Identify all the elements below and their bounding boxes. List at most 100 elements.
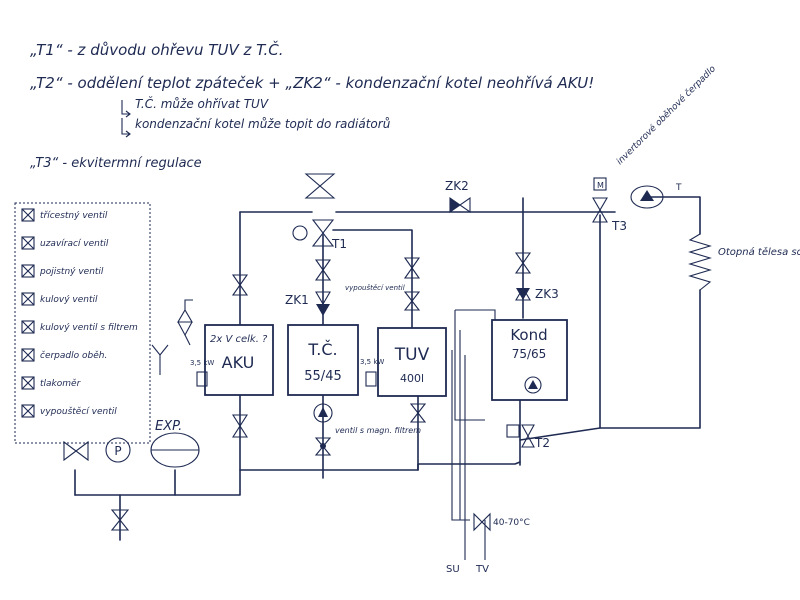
legend-item: třícestný ventil	[21, 208, 108, 222]
zk3-check-valve-icon	[516, 288, 530, 300]
legend-item-label: třícestný ventil	[40, 211, 108, 221]
legend-item-label: uzavírací ventil	[40, 239, 109, 249]
kond-pump-arrow	[528, 380, 538, 389]
zk2-fill	[450, 198, 460, 212]
tuv-heater-label: 3,5 kW	[360, 358, 384, 366]
expansion-label: EXP.	[155, 419, 182, 434]
legend-item: čerpadlo oběh.	[21, 348, 107, 362]
tc-sub: 55/45	[304, 369, 341, 384]
legend-item: tlakoměr	[21, 376, 82, 390]
legend-item-label: vypouštěcí ventil	[40, 406, 117, 417]
tuv-tank	[377, 327, 447, 397]
t3-three-way-valve-icon	[592, 197, 608, 223]
tc-filter-dot	[320, 443, 326, 449]
pressure-gauge-icon-mark	[21, 376, 35, 390]
legend-item: vypouštěcí ventil	[21, 404, 117, 418]
aku-note: 2x V celk. ?	[210, 334, 268, 345]
ball-valve-icon-mark	[21, 292, 35, 306]
note-t2: „T2“ - oddělení teplot zpáteček + „ZK2“ …	[30, 74, 594, 92]
magnetic-filter-note: ventil s magn. filtrem	[335, 426, 421, 435]
label-t3: T3	[611, 219, 627, 233]
t2-link-pipe	[519, 427, 601, 441]
label-zk2: ZK2	[445, 179, 469, 193]
aku-tank	[204, 324, 274, 396]
legend-item-label: tlakoměr	[40, 378, 82, 389]
exp-pipes	[74, 469, 176, 496]
tc-label: T.Č.	[307, 340, 337, 359]
valves: P EXP.	[63, 173, 712, 532]
mixing-valve-icon	[473, 512, 491, 532]
label-t2: T2	[534, 436, 550, 450]
legend-frame	[14, 202, 151, 444]
t2-actuator-icon	[506, 424, 520, 438]
legend-item-label: čerpadlo oběh.	[40, 350, 107, 361]
t3-actuator-icon	[593, 177, 607, 191]
drain-bottom-valve-icon	[110, 509, 130, 531]
kond-sub: 75/65	[512, 347, 547, 361]
mixing-temp-label: 40-70°C	[493, 518, 530, 528]
bottom-return-pipe	[74, 461, 521, 496]
outlet-tv-label: TV	[475, 564, 489, 575]
radiators-note: Otopná tělesa souproudé (cca. 14kW)	[718, 246, 800, 258]
zk3-check-valve-outline	[515, 286, 531, 301]
pressure-gauge-icon	[105, 437, 131, 463]
radiator-coil-icon	[688, 233, 712, 291]
t1-actuator-icon	[292, 225, 308, 241]
t2-three-way-valve-icon	[521, 424, 535, 448]
kond-label: Kond	[510, 326, 547, 344]
inverter-pump-icon	[630, 185, 664, 209]
label-m: M	[597, 181, 604, 190]
note-t1: „T1“ - z důvodu ohřevu TUV z T.Č.	[30, 40, 284, 59]
shutoff-valve-icon	[21, 236, 35, 250]
ball-valve-filter-icon-mark	[21, 320, 35, 334]
aku-heater-label: 3,5 kW	[190, 359, 214, 367]
legend-item-label: pojistný ventil	[39, 267, 104, 277]
vent-valve-note: vypouštěcí ventil	[345, 284, 405, 292]
pump-icon	[21, 348, 35, 362]
legend-item: uzavírací ventil	[21, 236, 109, 250]
tuv-coil-pipe	[332, 229, 413, 329]
tuv-outlet-lines	[451, 330, 486, 560]
tc-pump-icon	[313, 403, 333, 423]
tuv-lower-valve-icon	[409, 403, 427, 423]
tc-upper-valve-icon	[314, 259, 332, 281]
kond-pump-icon	[524, 376, 542, 394]
drain-left-valve-icon	[63, 440, 89, 462]
components: AKU 2x V celk. ? 3,5 kW T.Č. 55/45 TUV 4…	[190, 319, 568, 401]
legend-item: kulový ventil s filtrem	[21, 320, 138, 334]
zk1-check-valve-fill	[316, 304, 330, 316]
drain-valve-icon-mark	[21, 404, 35, 418]
tc-unit	[287, 324, 359, 396]
ball-valve-filter-icon	[21, 320, 35, 334]
label-zk1: ZK1	[285, 293, 309, 307]
label-t1: T1	[331, 237, 347, 251]
note-tc-tuv: T.Č. může ohřívat TUV	[135, 96, 269, 111]
legend-item: kulový ventil	[21, 292, 98, 306]
safety-valve-icon	[177, 299, 193, 337]
safety-outlet-icon	[151, 334, 191, 375]
tc-pump-arrow	[318, 407, 328, 417]
t1-vent-valve-icon	[304, 173, 336, 199]
note-t3: „T3“ - ekvitermní regulace	[30, 156, 202, 171]
three-way-valve-icon	[21, 208, 35, 222]
three-way-valve-icon-mark	[21, 208, 35, 222]
tuv-sub: 400l	[400, 372, 424, 385]
note-arrow-1	[121, 100, 131, 118]
label-zk3: ZK3	[535, 287, 559, 301]
zk1-check-valve-icon	[315, 291, 331, 306]
drain-valve-icon	[21, 404, 35, 418]
tuv-to-kond-lines	[454, 309, 496, 421]
tc-filter-valve-icon	[314, 437, 332, 456]
aku-heater-icon	[196, 371, 208, 387]
aku-label: AKU	[222, 353, 255, 372]
tuv-drain-valve-icon	[403, 291, 421, 311]
safety-valve-icon	[21, 264, 35, 278]
t1-three-way-valve-icon	[311, 219, 335, 247]
outlet-su-label: SU	[446, 564, 460, 575]
tuv-heater-icon	[365, 371, 377, 387]
legend-item: pojistný ventil	[21, 264, 104, 278]
tuv-label: TUV	[394, 345, 430, 365]
pressure-gauge-label: P	[114, 444, 121, 458]
shutoff-valve-icon-mark	[21, 236, 35, 250]
label-t-sensor: T	[675, 183, 682, 193]
